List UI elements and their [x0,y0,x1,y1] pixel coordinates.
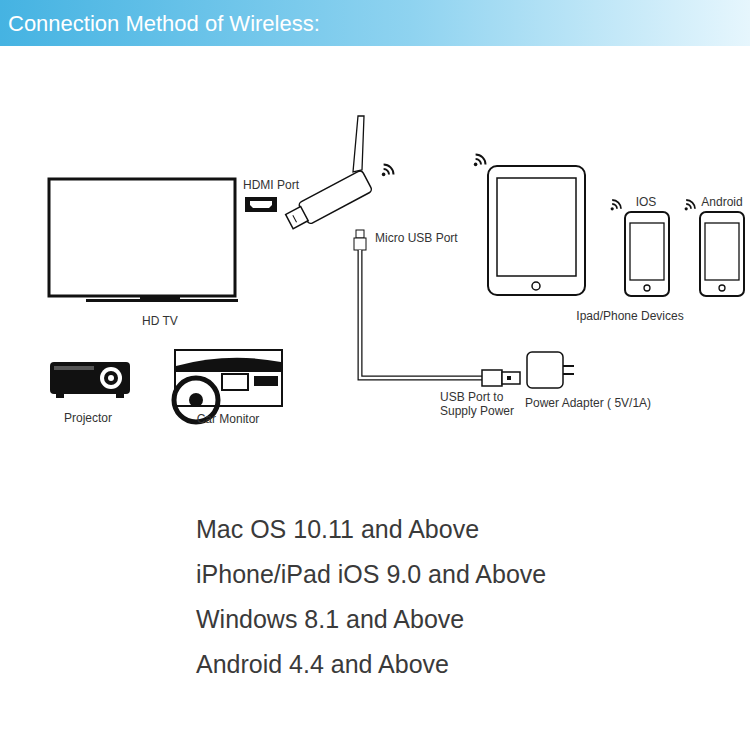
compat-line: Mac OS 10.11 and Above [196,515,479,544]
device-label: Projector [64,412,112,426]
hdmi-port-icon [245,197,277,212]
ipad-icon [488,166,585,295]
group-label: Ipad/Phone Devices [576,310,683,324]
ios-phone-icon [625,212,669,296]
port-label: HDMI Port [243,179,299,193]
tv-icon [49,179,238,302]
page-title: Connection Method of Wireless: [8,11,320,36]
car-monitor-icon [174,350,282,422]
compat-line: Windows 8.1 and Above [196,605,464,634]
power-adapter-icon [527,352,574,388]
projector-icon [50,362,130,398]
device-label: Android [701,196,742,210]
port-label: Micro USB Port [375,232,458,246]
power-label: Power Adapter ( 5V/1A) [525,397,651,411]
compat-line: iPhone/iPad iOS 9.0 and Above [196,560,546,589]
antenna [353,116,364,172]
device-label: Car Monitor [197,413,260,427]
power-label: USB Port to Supply Power [440,391,522,419]
device-label: IOS [636,196,657,210]
wifi-symbol [382,165,394,177]
android-phone-icon [700,212,744,296]
device-label: HD TV [142,315,178,329]
compat-line: Android 4.4 and Above [196,650,449,679]
